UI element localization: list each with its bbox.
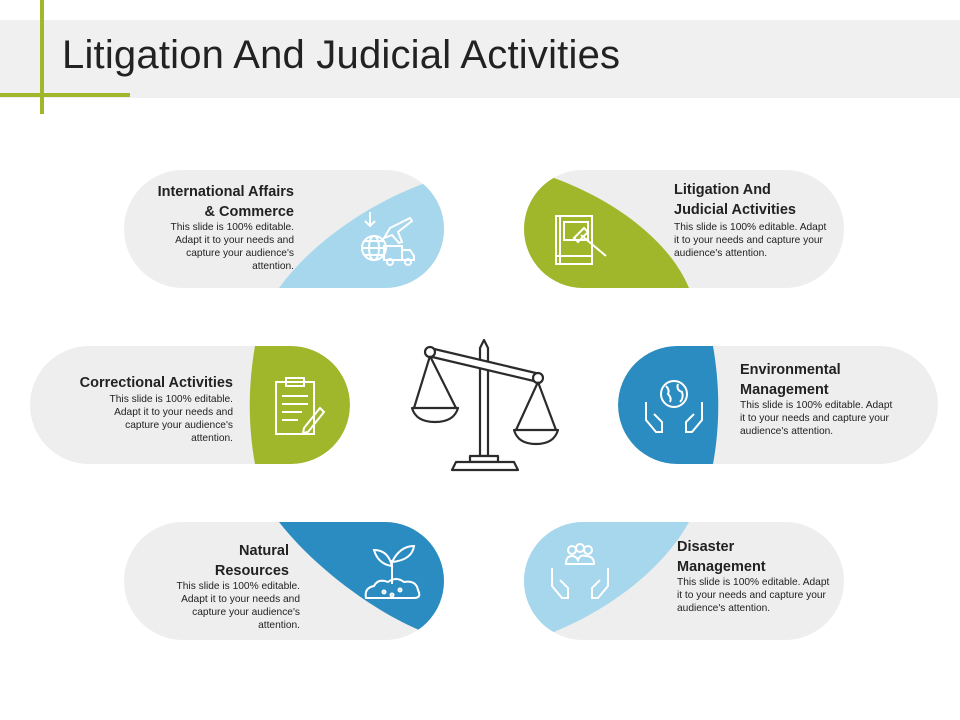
heading-disaster-line2: Management <box>677 559 766 575</box>
body-international-line3: capture your audience's <box>186 248 294 259</box>
body-correctional-line4: attention. <box>191 433 233 444</box>
body-environmental: This slide is 100% editable. Adapt it to… <box>740 399 940 438</box>
body-natural-line3: capture your audience's <box>192 607 300 618</box>
card-accent-shape <box>524 170 689 288</box>
card-litigation <box>524 170 844 288</box>
card-correctional <box>30 346 350 464</box>
body-environmental-line3: audience's attention. <box>740 426 834 437</box>
card-environmental <box>618 346 938 464</box>
body-natural-line2: Adapt it to your needs and <box>181 594 300 605</box>
balance-scale-icon <box>410 338 560 476</box>
body-environmental-line1: This slide is 100% editable. Adapt <box>740 400 893 411</box>
body-litigation-line3: audience's attention. <box>674 248 768 259</box>
body-correctional-line1: This slide is 100% editable. <box>109 394 233 405</box>
heading-natural-resources: Natural Resources <box>124 541 289 581</box>
heading-international: International Affairs & Commerce <box>124 182 294 222</box>
body-disaster-line3: audience's attention. <box>677 603 771 614</box>
body-natural-line1: This slide is 100% editable. <box>176 581 300 592</box>
card-natural-resources <box>124 522 444 640</box>
body-international-line1: This slide is 100% editable. <box>170 222 294 233</box>
body-natural-line4: attention. <box>258 620 300 631</box>
heading-disaster-management: Disaster Management <box>677 537 847 577</box>
heading-natural-line2: Resources <box>214 563 289 579</box>
hands-globe-icon <box>642 374 706 438</box>
body-correctional-line2: Adapt it to your needs and <box>114 407 233 418</box>
heading-environmental-line2: Management <box>740 382 829 398</box>
body-disaster-line1: This slide is 100% editable. Adapt <box>677 577 830 588</box>
body-correctional-line3: capture your audience's <box>125 420 233 431</box>
heading-environmental: Environmental Management <box>740 360 940 400</box>
body-natural-resources: This slide is 100% editable. Adapt it to… <box>124 580 300 632</box>
body-international-line4: attention. <box>252 261 294 272</box>
body-environmental-line2: it to your needs and capture your <box>740 413 889 424</box>
body-litigation-line1: This slide is 100% editable. Adapt <box>674 222 827 233</box>
title-bar <box>0 20 960 98</box>
gavel-book-icon <box>548 208 612 272</box>
globe-plane-truck-icon <box>354 208 418 272</box>
heading-environmental-line1: Environmental <box>740 362 841 378</box>
body-international-line2: Adapt it to your needs and <box>175 235 294 246</box>
body-disaster-management: This slide is 100% editable. Adapt it to… <box>677 576 847 615</box>
body-litigation-line2: it to your needs and capture your <box>674 235 823 246</box>
accent-line-horizontal <box>0 93 130 97</box>
heading-correctional: Correctional Activities <box>30 373 233 393</box>
hands-people-icon <box>548 540 612 604</box>
heading-natural-line1: Natural <box>239 543 289 559</box>
heading-international-line1: International Affairs <box>157 184 294 200</box>
heading-litigation: Litigation And Judicial Activities <box>674 180 844 220</box>
body-international: This slide is 100% editable. Adapt it to… <box>124 221 294 273</box>
body-disaster-line2: it to your needs and capture your <box>677 590 826 601</box>
body-correctional: This slide is 100% editable. Adapt it to… <box>30 393 233 445</box>
sprout-soil-icon <box>360 540 424 604</box>
accent-line-vertical <box>40 0 44 114</box>
heading-litigation-line2: Judicial Activities <box>674 202 796 218</box>
page-title: Litigation And Judicial Activities <box>62 33 621 77</box>
body-litigation: This slide is 100% editable. Adapt it to… <box>674 221 844 260</box>
heading-litigation-line1: Litigation And <box>674 182 771 198</box>
card-accent-shape <box>279 522 444 640</box>
heading-disaster-line1: Disaster <box>677 539 735 555</box>
heading-international-line2: & Commerce <box>204 204 294 220</box>
heading-correctional-line1: Correctional Activities <box>79 375 233 391</box>
card-disaster-management <box>524 522 844 640</box>
clipboard-pen-icon <box>268 374 332 438</box>
card-international-affairs <box>124 170 444 288</box>
card-accent-shape <box>524 522 689 640</box>
